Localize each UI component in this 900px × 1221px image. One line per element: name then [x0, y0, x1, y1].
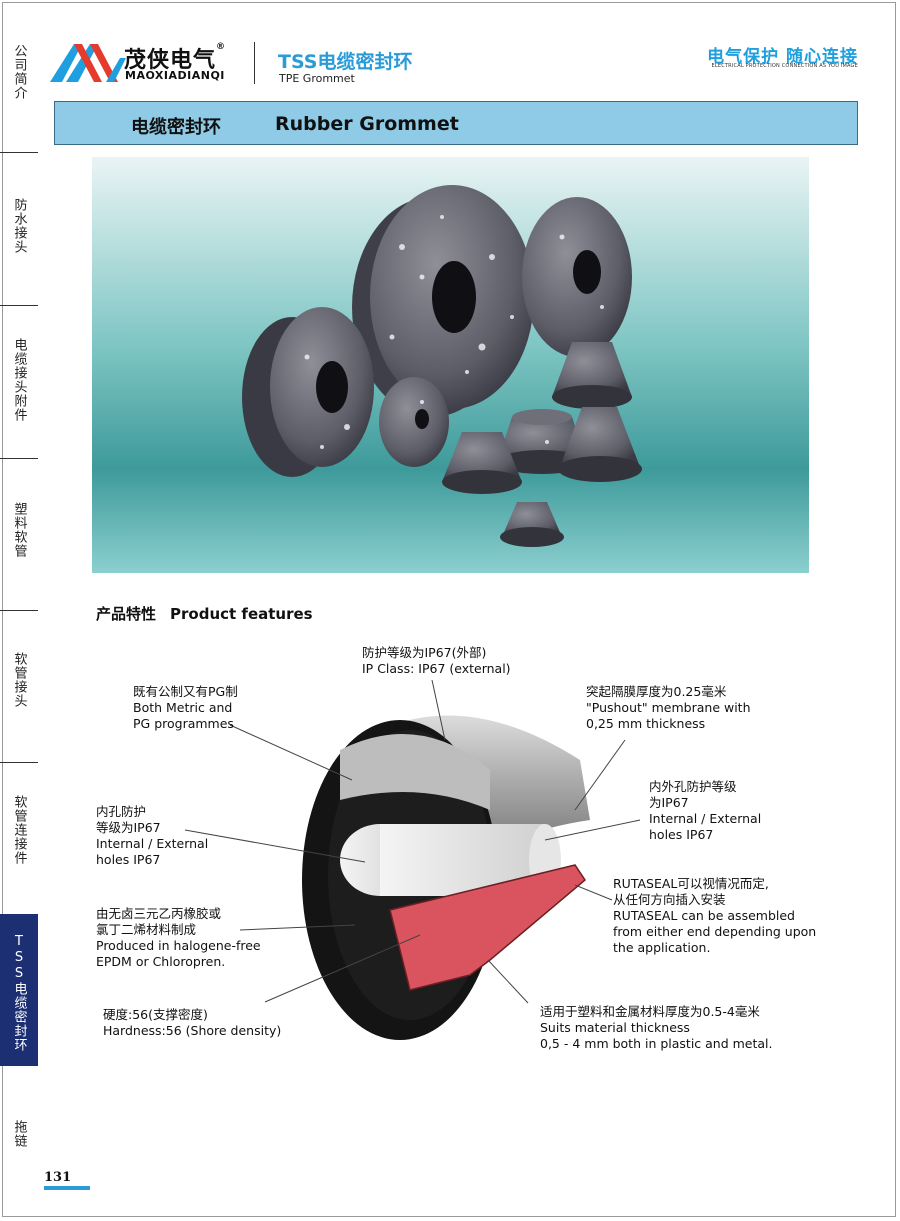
product-photo — [92, 157, 809, 573]
brand-logo-icon — [50, 44, 126, 82]
nav-divider — [0, 305, 38, 306]
nav-label: 软管接头 — [11, 652, 27, 708]
nav-item-waterproof[interactable]: 防水接头 — [0, 198, 38, 298]
nav-label: 拖链 — [11, 1120, 27, 1148]
slogan: 电气保护 随心连接 — [707, 47, 858, 67]
page-number: 131 — [44, 1170, 72, 1185]
nav-label: 防水接头 — [11, 198, 27, 254]
grommet-diagram — [184, 679, 641, 1040]
brand-name-en: MAOXIADIANQI — [125, 69, 225, 82]
nav-divider — [0, 610, 38, 611]
nav-item-drag-chain[interactable]: 拖链 — [0, 1120, 38, 1180]
page-subtitle: TPE Grommet — [279, 72, 355, 85]
section-banner: 电缆密封环 Rubber Grommet — [54, 101, 858, 145]
nav-divider — [0, 152, 38, 153]
nav-item-hose-connector[interactable]: 软管接头 — [0, 652, 38, 752]
banner-title-cn: 电缆密封环 — [131, 117, 221, 138]
nav-label: 软管连接件 — [11, 795, 27, 865]
nav-label: 塑料软管 — [11, 502, 27, 558]
nav-divider — [0, 458, 38, 459]
nav-label: 公司简介 — [11, 44, 27, 100]
side-nav: 公司简介 防水接头 电缆接头附件 塑料软管 软管接头 软管连接件 TSS电缆密封… — [0, 30, 38, 1190]
nav-item-company[interactable]: 公司简介 — [0, 44, 38, 144]
nav-item-tss-grommet[interactable]: TSS电缆密封环 — [0, 914, 38, 1066]
page-title: TSS电缆密封环 — [278, 51, 413, 73]
nav-item-cable-accessories[interactable]: 电缆接头附件 — [0, 338, 38, 448]
nav-item-plastic-hose[interactable]: 塑料软管 — [0, 502, 38, 602]
slogan-en: ELECTRICAL PROTECTION CONNECTION AS YOU … — [711, 63, 858, 69]
banner-title-en: Rubber Grommet — [275, 113, 459, 135]
header-divider — [254, 42, 255, 84]
brand-name: 茂侠电气® — [124, 42, 227, 73]
nav-divider — [0, 762, 38, 763]
label-hardness: 硬度:56(支撑密度)Hardness:56 (Shore density) — [103, 1007, 282, 1038]
page-number-bar — [44, 1186, 90, 1190]
nav-label: 电缆接头附件 — [11, 338, 27, 422]
nav-label: TSS电缆密封环 — [11, 934, 27, 1052]
label-ip-external: 防护等级为IP67(外部)IP Class: IP67 (external) — [362, 645, 511, 676]
nav-item-hose-fittings[interactable]: 软管连接件 — [0, 795, 38, 905]
